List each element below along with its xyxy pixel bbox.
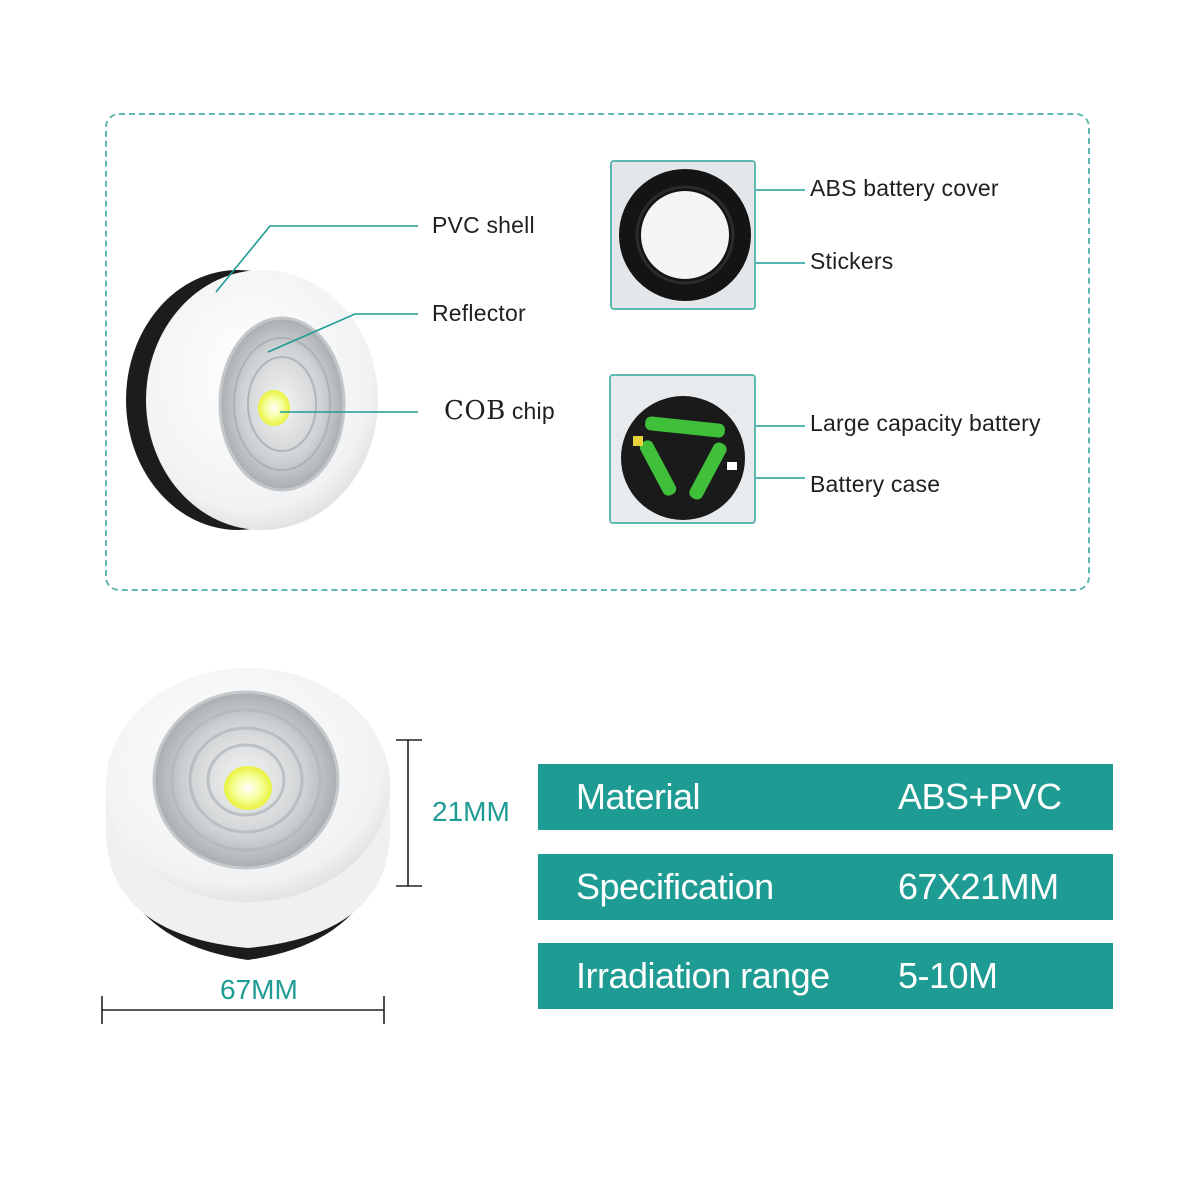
spec-value: 5-10M xyxy=(898,955,998,996)
spec-key: Specification xyxy=(576,866,774,907)
battery-case-image xyxy=(611,376,754,522)
battery-cover-image xyxy=(612,162,754,308)
spec-row-specification: Specification 67X21MM xyxy=(538,854,1113,920)
spec-row-material: Material ABS+PVC xyxy=(538,764,1113,830)
parts-panel xyxy=(105,113,1090,591)
label-large-capacity-battery: Large capacity battery xyxy=(810,410,1041,436)
spec-value: 67X21MM xyxy=(898,866,1059,907)
spec-key: Irradiation range xyxy=(576,955,830,996)
lamp-bottom-illustration xyxy=(106,668,390,960)
spec-row-irradiation-range: Irradiation range 5-10M xyxy=(538,943,1113,1009)
width-dimension-label: 67MM xyxy=(220,974,298,1005)
label-reflector: Reflector xyxy=(432,300,526,326)
spec-key: Material xyxy=(576,776,701,817)
label-stickers: Stickers xyxy=(810,248,894,274)
dimension-lines xyxy=(101,739,422,1024)
spec-value: ABS+PVC xyxy=(898,776,1062,817)
label-pvc-shell: PVC shell xyxy=(432,212,535,238)
battery-cover-thumbnail xyxy=(610,160,756,310)
height-dimension-label: 21MM xyxy=(432,796,510,827)
battery-case-thumbnail xyxy=(609,374,756,524)
label-cob: COB xyxy=(444,396,506,426)
label-battery-case: Battery case xyxy=(810,471,941,497)
label-chip: chip xyxy=(511,398,555,424)
label-abs-battery-cover: ABS battery cover xyxy=(810,175,999,201)
lamp-top-illustration xyxy=(126,270,378,530)
